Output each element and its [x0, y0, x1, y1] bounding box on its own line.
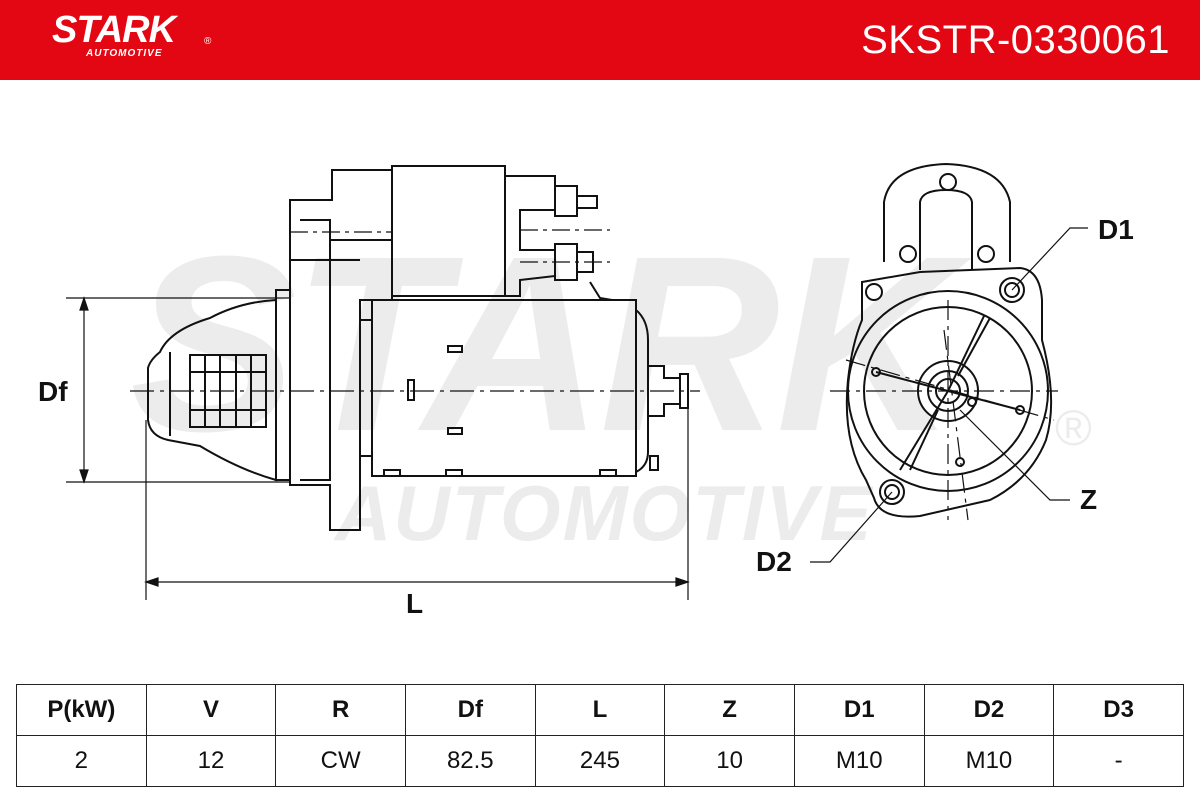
df-label: Df	[38, 376, 68, 407]
spec-header-df: Df	[404, 684, 536, 736]
starter-motor-drawing	[66, 162, 1088, 600]
spec-header-power: P(kW)	[16, 684, 147, 736]
spec-value-z: 10	[664, 735, 795, 787]
df-dimension	[66, 296, 290, 484]
d1-label: D1	[1098, 214, 1134, 245]
part-number: SKSTR-0330061	[861, 18, 1170, 62]
spec-value-power: 2	[16, 735, 147, 787]
spec-value-d2: M10	[923, 735, 1055, 787]
spec-value-df: 82.5	[404, 735, 536, 787]
spec-value-voltage: 12	[145, 735, 277, 787]
spec-table: P(kW) V R Df L Z D1 D2 D3 2 12 CW 82.5 2…	[16, 684, 1184, 787]
watermark-subtitle: AUTOMOTIVE	[333, 469, 874, 557]
spec-value-row: 2 12 CW 82.5 245 10 M10 M10 -	[16, 735, 1184, 787]
l-dimension	[144, 408, 690, 600]
spec-header-d2: D2	[923, 684, 1055, 736]
spec-value-d3: -	[1053, 735, 1184, 787]
brand-name: STARK	[52, 9, 176, 51]
z-label: Z	[1080, 484, 1098, 515]
brand-registered-mark: ®	[204, 36, 212, 47]
brand-subtitle: AUTOMOTIVE	[86, 48, 163, 59]
header-bar: STARK ® AUTOMOTIVE SKSTR-0330061	[0, 0, 1200, 80]
spec-header-voltage: V	[145, 684, 277, 736]
spec-header-z: Z	[664, 684, 795, 736]
spec-header-length: L	[534, 684, 666, 736]
d2-label: D2	[756, 546, 792, 577]
watermark-registered-mark: ®	[1055, 400, 1092, 456]
spec-header-d3: D3	[1053, 684, 1184, 736]
spec-header-d1: D1	[793, 684, 925, 736]
spec-header-rotation: R	[275, 684, 406, 736]
spec-value-rotation: CW	[275, 735, 406, 787]
l-label: L	[406, 588, 424, 619]
spec-value-length: 245	[534, 735, 666, 787]
spec-header-row: P(kW) V R Df L Z D1 D2 D3	[16, 684, 1184, 736]
end-view	[810, 162, 1088, 563]
side-view	[130, 165, 700, 531]
brand-logo: STARK ® AUTOMOTIVE	[52, 9, 211, 59]
spec-value-d1: M10	[793, 735, 925, 787]
